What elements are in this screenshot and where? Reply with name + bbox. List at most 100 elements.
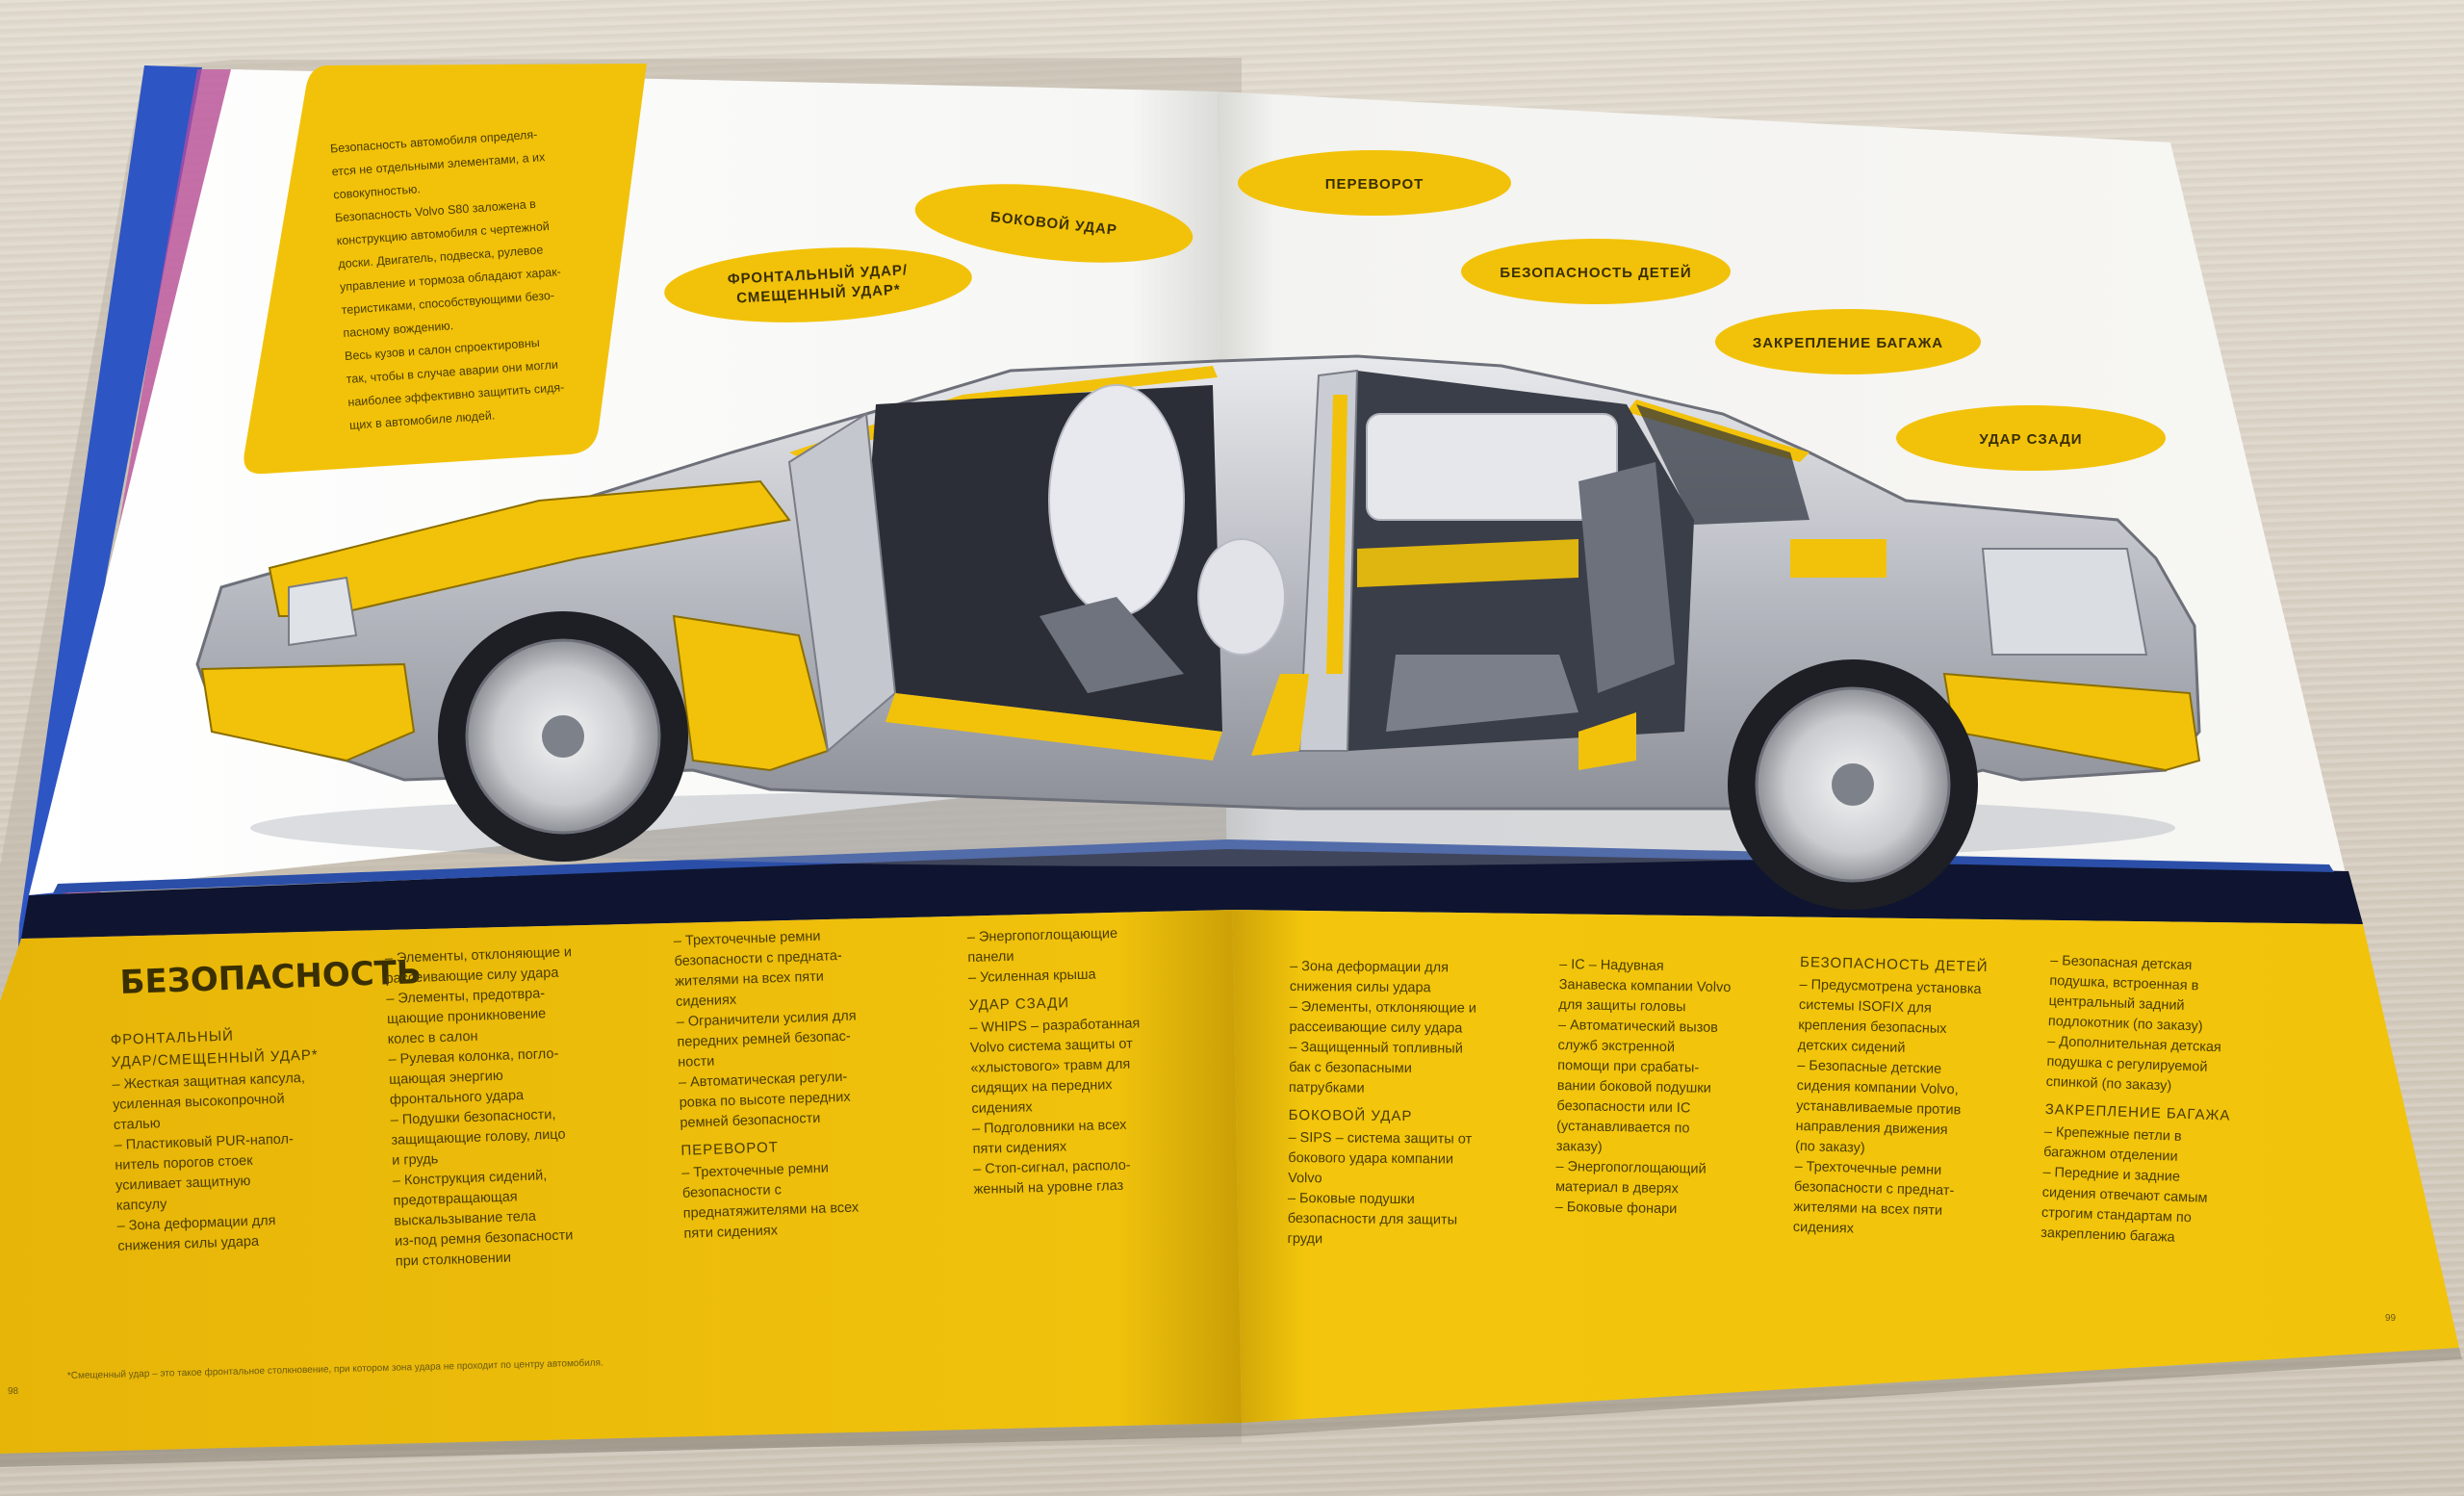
spec-line: – Предусмотрена установка: [1799, 977, 1982, 997]
spec-line: пяти сидениях: [683, 1223, 779, 1241]
intro-line: совокупностью.: [333, 182, 421, 201]
spec-line: сидениях: [971, 1099, 1033, 1117]
spec-line: безопасности с предната-: [674, 948, 842, 969]
spec-heading: УДАР СЗАДИ: [969, 994, 1070, 1014]
spec-line: строгим стандартам по: [2041, 1205, 2192, 1225]
callout-frontal-impact: [664, 247, 972, 322]
car-cutaway-illustration: [195, 354, 2201, 910]
spec-line: – Рулевая колонка, погло-: [388, 1046, 558, 1068]
spec-line: щающая энергию: [389, 1069, 503, 1088]
spec-line: – Боковые фонари: [1555, 1199, 1678, 1217]
spec-line: сидениях: [1793, 1220, 1855, 1237]
spec-line: – Безопасная детская: [2050, 953, 2193, 973]
spec-line: – Зона деформации для: [1290, 959, 1449, 975]
intro-box: [244, 64, 647, 475]
spec-line: капсулу: [116, 1197, 168, 1214]
spec-line: – IC – Надувная: [1559, 957, 1664, 974]
spec-line: – Энергопоглощающие: [967, 926, 1118, 945]
spec-line: преднатяжителями на всех: [682, 1199, 860, 1221]
spec-line: – Усиленная крыша: [968, 967, 1097, 985]
spec-line: жителями на всех пяти: [1793, 1199, 1942, 1219]
callout-rollover: [1238, 150, 1511, 216]
spec-col4: – Энергопоглощающие панели– Усиленная кры…: [967, 926, 1141, 1198]
spec-line: (устанавливается по: [1556, 1119, 1690, 1136]
spec-line: – Автоматический вызов: [1558, 1018, 1719, 1036]
spec-heading: ПЕРЕВОРОТ: [680, 1139, 779, 1159]
spec-line: – Трехточечные ремни: [681, 1161, 829, 1181]
spec-line: крепления безопасных: [1798, 1018, 1947, 1037]
spec-heading: БЕЗОПАСНОСТЬ ДЕТЕЙ: [1800, 953, 1989, 975]
spec-line: – Конструкция сидений,: [393, 1168, 548, 1189]
spec-line: для защиты головы: [1558, 997, 1685, 1015]
spec-line: закреплению багажа: [2040, 1225, 2176, 1246]
callout-side-impact: [914, 184, 1194, 263]
spec-line: Volvo: [1288, 1171, 1322, 1186]
spec-line: системы ISOFIX для: [1799, 997, 1932, 1017]
spec-line: жителями на всех пяти: [675, 969, 824, 990]
spec-line: помощи при срабаты-: [1557, 1058, 1699, 1076]
spec-line: безопасности с преднат-: [1794, 1179, 1955, 1199]
spec-line: колес в салон: [388, 1029, 478, 1047]
spec-line: – Элементы, отклоняющие и: [385, 944, 573, 967]
spec-line: усиливает защитную: [116, 1174, 251, 1194]
spec-line: снижения силы удара: [1290, 979, 1432, 995]
spec-line: – Стоп-сигнал, располо-: [973, 1158, 1131, 1177]
spec-line: – Подушки безопасности,: [390, 1107, 555, 1128]
spec-line: передних ремней безопас-: [677, 1029, 851, 1050]
left-yellow-panel: [0, 910, 1242, 1454]
spec-line: центральный задний: [2048, 993, 2184, 1014]
spec-line: Занавеска компании Volvo: [1559, 977, 1732, 995]
spec-line: сталью: [114, 1116, 161, 1133]
spec-line: – Элементы, предотвра-: [386, 986, 546, 1007]
spec-line: – Автоматическая регули-: [679, 1070, 848, 1091]
spec-heading: БОКОВОЙ УДАР: [1289, 1106, 1413, 1124]
spec-line: безопасности или IC: [1556, 1098, 1690, 1116]
spec-line: – Трехточечные ремни: [674, 929, 821, 949]
spec-line: – Дополнительная детская: [2047, 1034, 2221, 1055]
spec-line: сидящих на передних: [971, 1077, 1114, 1096]
callout-luggage-label: ЗАКРЕПЛЕНИЕ БАГАЖА: [1753, 335, 1943, 351]
spec-line: безопасности с: [682, 1182, 782, 1201]
spec-line: служб экстренной: [1557, 1038, 1675, 1055]
spec-line: – Элементы, отклоняющие и: [1290, 999, 1476, 1017]
spec-line: подлокотник (по заказу): [2048, 1014, 2203, 1035]
callout-child-safety: [1461, 239, 1731, 304]
spec-line: груди: [1287, 1231, 1322, 1247]
callout-children-label: БЕЗОПАСНОСТЬ ДЕТЕЙ: [1500, 264, 1691, 281]
spec-line: бак с безопасными: [1289, 1060, 1412, 1076]
spec-line: – Боковые подушки: [1288, 1191, 1415, 1207]
spec-line: подушка с регулируемой: [2046, 1054, 2208, 1075]
spec-line: женный на уровне глаз: [974, 1178, 1124, 1198]
spec-line: детских сидений: [1798, 1038, 1906, 1056]
spec-line: ремней безопасности: [680, 1111, 820, 1131]
spec-line: бокового удара компании: [1288, 1150, 1453, 1167]
spec-line: – Ограничители усилия для: [677, 1008, 857, 1030]
spec-line: (по заказу): [1795, 1139, 1865, 1156]
spec-line: ровка по высоте передних: [679, 1090, 851, 1111]
spec-line: спинкой (по заказу): [2045, 1074, 2171, 1095]
spec-line: рассеивающие силу удара: [1289, 1019, 1463, 1037]
spec-line: ности: [678, 1054, 715, 1070]
spec-line: и грудь: [392, 1151, 439, 1169]
spec-line: сидения отвечают самым: [2041, 1185, 2207, 1206]
spec-line: снижения силы удара: [117, 1234, 260, 1254]
spec-line: – Пластиковый PUR-напол-: [114, 1131, 294, 1152]
spec-line: панели: [967, 949, 1014, 966]
spec-line: вании боковой подушки: [1557, 1078, 1711, 1096]
callout-luggage: [1715, 309, 1981, 374]
callout-rollover-label: ПЕРЕВОРОТ: [1325, 176, 1424, 193]
spec-line: багажном отделении: [2043, 1145, 2178, 1165]
spec-line: усиленная высокопрочной: [113, 1092, 285, 1113]
spec-line: – SIPS – система защиты от: [1288, 1130, 1472, 1148]
right-yellow-panel: [1232, 910, 2459, 1423]
spec-line: рассеивающие силу удара: [385, 966, 559, 987]
spec-line: из-под ремня безопасности: [395, 1227, 574, 1249]
spec-line: – Жесткая защитная капсула,: [112, 1070, 305, 1093]
spec-line: фронтального удара: [390, 1088, 526, 1108]
spec-line: «хлыстового» травм для: [970, 1057, 1130, 1076]
spec-col5: – Зона деформации для снижения силы удара…: [1287, 959, 1476, 1247]
